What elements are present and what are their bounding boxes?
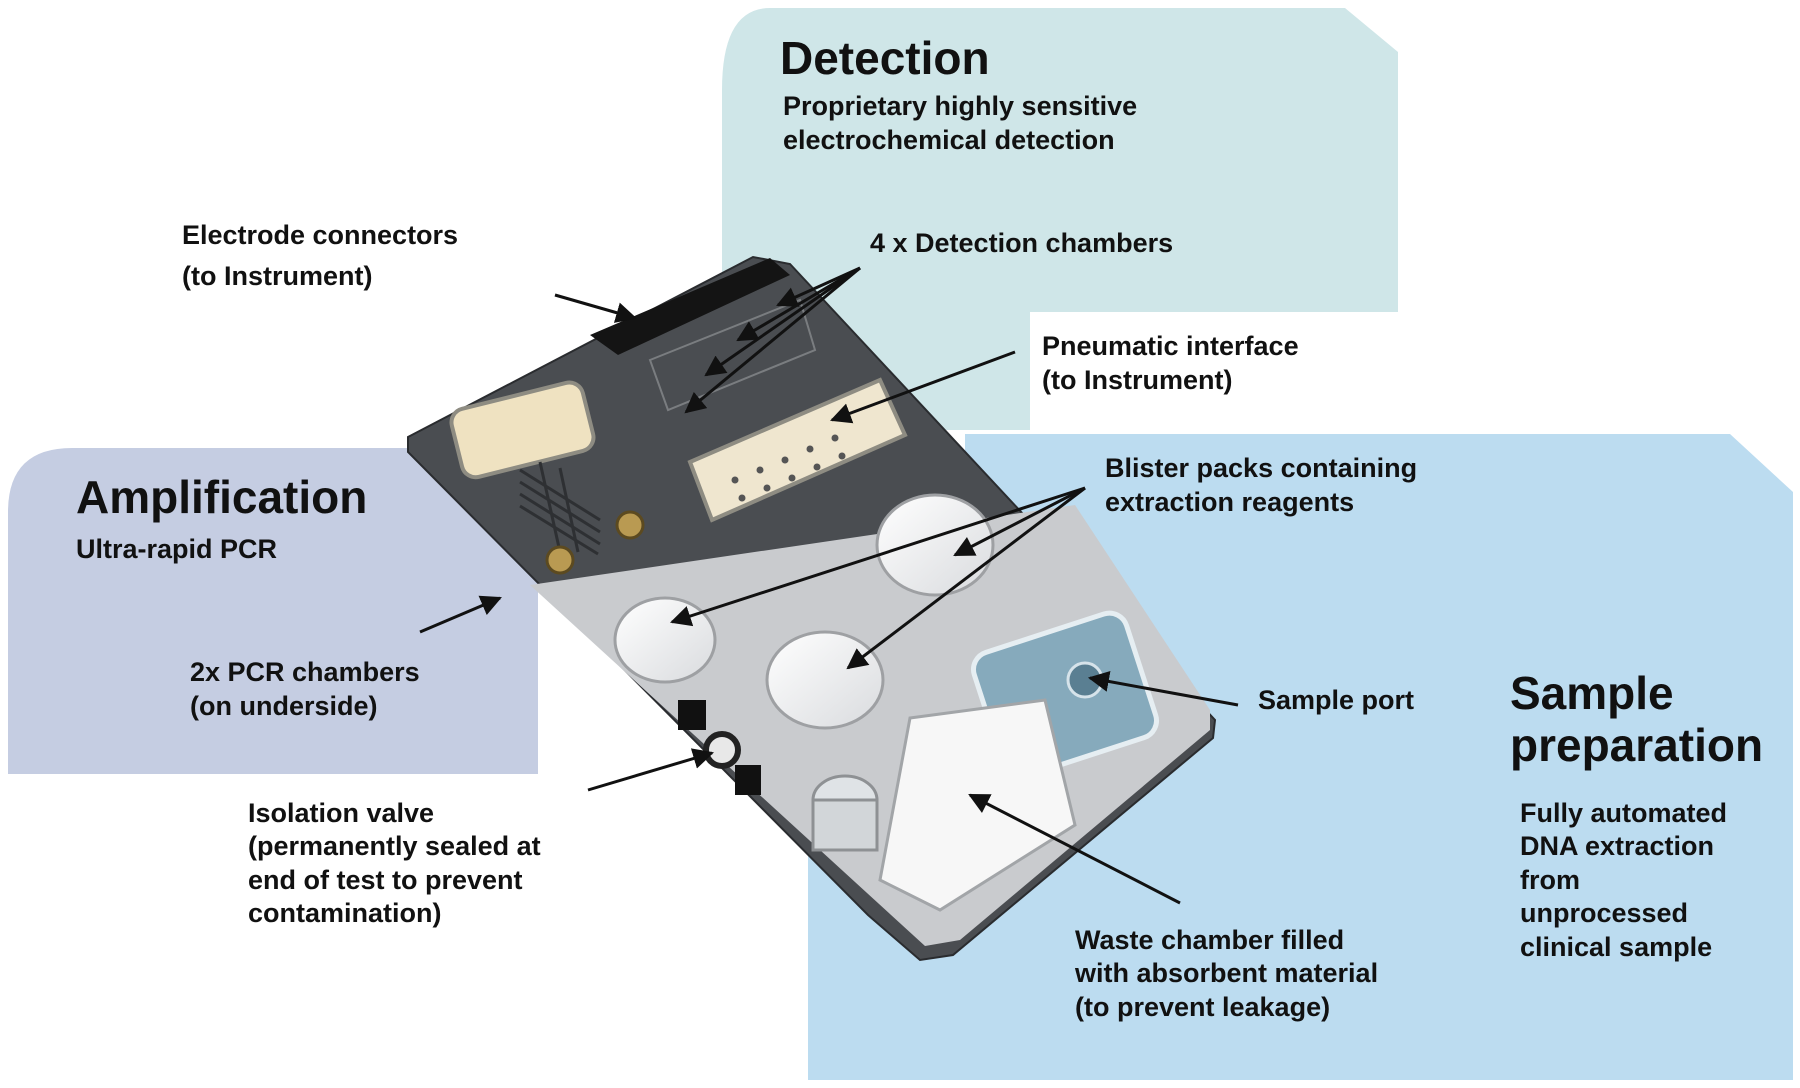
tube-body [811, 798, 879, 852]
detection-chambers-label: 4 x Detection chambers [870, 228, 1174, 258]
pneumatic-ports [731, 434, 846, 502]
arrow-blister [670, 486, 1086, 627]
isolation-valve-label: Isolation valve (permanently sealed at e… [248, 798, 541, 929]
arrow-blister [953, 486, 1086, 557]
connector-screw [615, 510, 645, 540]
arrow-detection-chamber [684, 266, 861, 414]
arrow-waste [968, 793, 1181, 905]
arrow-detection-chamber [736, 266, 861, 342]
detection-description: Proprietary highly sensitive electrochem… [783, 91, 1138, 155]
arrow-detection-chamber [704, 266, 861, 377]
arrow-pneumatic [830, 350, 1016, 424]
blister-pack [613, 596, 717, 684]
amplification-title: Amplification [76, 471, 368, 523]
detection-region [722, 8, 1398, 430]
blister-pack [875, 493, 995, 597]
pcr-chambers-label: 2x PCR chambers (on underside) [190, 657, 420, 721]
arrow-pcr [419, 595, 502, 634]
sample-preparation-title: Sample preparation [1510, 667, 1764, 771]
sample-preparation-description: Fully automated DNA extraction from unpr… [1520, 798, 1728, 962]
detection-title: Detection [780, 32, 990, 84]
arrow-isolation [587, 748, 715, 792]
connector-screw [545, 545, 575, 575]
blister-pack [765, 630, 885, 730]
detection-chamber-outline [648, 298, 817, 412]
electrode-connectors-label: Electrode connectors (to Instrument) [182, 220, 459, 292]
isolation-valve-block [735, 765, 761, 795]
vent-grille [519, 461, 601, 556]
amplification-description: Ultra-rapid PCR [76, 534, 278, 564]
amplification-region [8, 448, 538, 774]
amplification-pad [449, 380, 596, 480]
pneumatic-interface-label: Pneumatic interface (to Instrument) [1042, 331, 1299, 395]
arrow-sample-port [1087, 671, 1239, 707]
isolation-valve [703, 731, 741, 769]
callout-arrows [419, 266, 1239, 905]
sample-port-label: Sample port [1258, 685, 1415, 715]
isolation-valve-block [678, 700, 706, 730]
arrow-blister [846, 486, 1086, 670]
waste-chamber-label: Waste chamber filled with absorbent mate… [1075, 925, 1379, 1022]
arrow-detection-chamber [776, 266, 861, 307]
blister-packs-label: Blister packs containing extraction reag… [1105, 453, 1418, 517]
arrow-electrode [554, 293, 638, 323]
detection-window [590, 258, 790, 355]
